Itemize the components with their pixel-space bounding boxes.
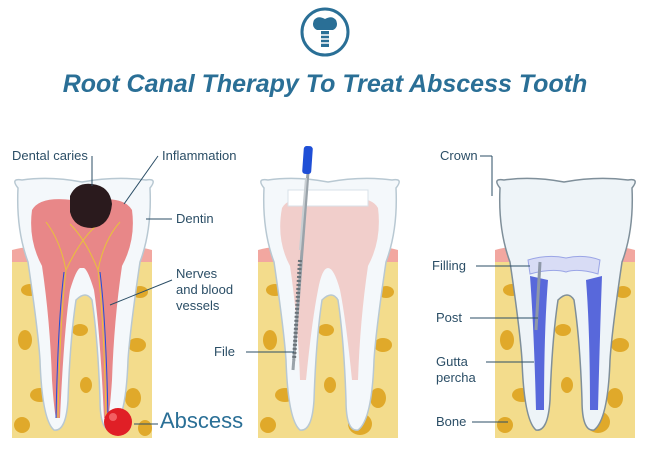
label-nerves-line3: vessels [176, 298, 220, 313]
dental-caries [70, 183, 112, 228]
label-inflammation: Inflammation [162, 148, 237, 163]
label-dentin: Dentin [176, 211, 214, 226]
label-crown: Crown [440, 148, 478, 163]
bone-pores-1 [14, 284, 152, 436]
page-title: Root Canal Therapy To Treat Abscess Toot… [62, 70, 588, 98]
pulp-chamber-2 [280, 197, 379, 380]
label-bone: Bone [436, 414, 467, 429]
tooth-implant-icon [300, 7, 350, 57]
tooth-3-body [496, 177, 636, 431]
infected-tooth [12, 177, 154, 438]
leader-lines [91, 155, 538, 425]
label-dental-caries: Dental caries [12, 148, 88, 163]
filling [527, 255, 601, 275]
label-nerves-line1: Nerves [176, 266, 218, 281]
bone-pores-3 [497, 284, 631, 433]
pulp-inflamed-1 [31, 199, 133, 418]
label-nerves-line2: and blood [176, 282, 234, 297]
label-filling: Filling [432, 258, 466, 273]
label-post: Post [436, 310, 463, 325]
abscess-marker [104, 408, 132, 436]
post [534, 261, 542, 331]
label-gutta-line2: percha [436, 370, 476, 385]
label-abscess: Abscess [160, 408, 244, 433]
nerves-1 [45, 221, 121, 419]
restored-tooth [495, 177, 636, 438]
label-gutta-line1: Gutta [436, 354, 468, 369]
filed-tooth [258, 145, 400, 438]
file-instrument [291, 145, 313, 371]
label-file: File [214, 344, 235, 359]
